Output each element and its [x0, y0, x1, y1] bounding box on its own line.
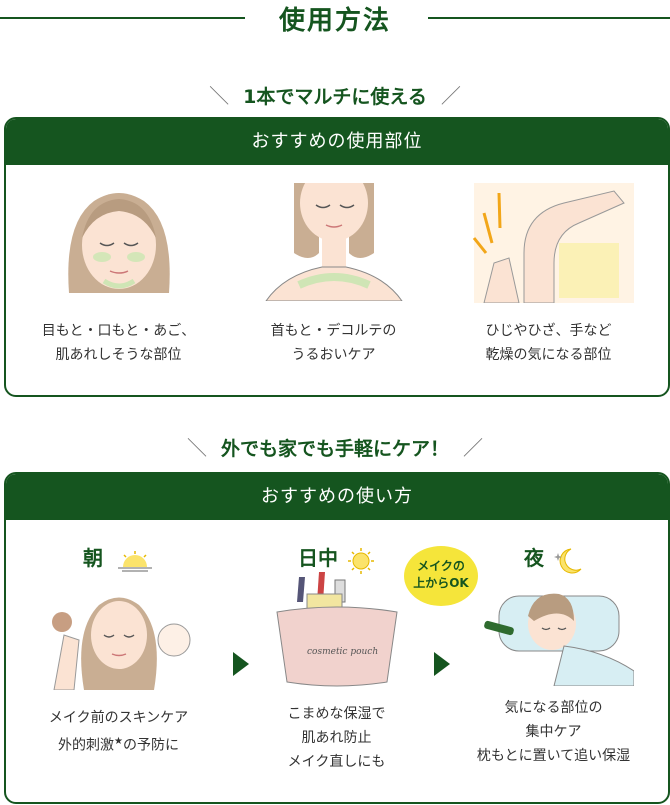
face-illustration [67, 193, 170, 293]
section2-subtitle: 外でも家でも手軽にケア！ [220, 438, 449, 460]
page-title: 使用方法 [278, 6, 391, 36]
how-to-use-item-daytime: 日中 cosmetic pouch こまめな保湿で 肌あれ防止 メイク直しにも [234, 542, 439, 774]
caption-line: ひじやひざ、手など [485, 323, 612, 339]
slash-icon: ＼ [186, 436, 207, 460]
moon-icon [554, 548, 582, 573]
time-label-daytime: 日中 [297, 546, 338, 570]
how-to-use-item-night: 夜 気になる部位の 集中ケア 枕もとに置いて追い保湿 [451, 542, 656, 768]
title-divider-left [0, 17, 245, 19]
usage-area-item-face: 目もと・口もと・あご、 肌あれしそうな部位 [16, 183, 221, 367]
night-illustration [483, 593, 634, 686]
next-arrow-icon [434, 652, 450, 676]
star-mark: ★ [114, 736, 123, 747]
slash-icon: ／ [463, 436, 483, 460]
time-label-row: 朝 [16, 542, 221, 572]
morning-illustration [51, 597, 190, 690]
bubble-line: 上からOK [413, 576, 469, 590]
time-label-row: 夜 [451, 542, 656, 573]
usage-area-item-neck: 首もと・デコルテの うるおいケア [231, 183, 436, 367]
usage-area-caption-face: 目もと・口もと・あご、 肌あれしそうな部位 [16, 319, 221, 367]
usage-area-item-elbow: ひじやひざ、手など 乾燥の気になる部位 [446, 183, 651, 367]
elbow-illustration [472, 183, 634, 303]
caption-line: メイク前のスキンケア [48, 710, 189, 726]
caption-line: 肌あれしそうな部位 [55, 347, 182, 363]
how-to-use-caption-morning: メイク前のスキンケア 外的刺激★の予防に [16, 706, 221, 758]
next-arrow-icon [233, 652, 249, 676]
usage-area-card: おすすめの使用部位 目もと・口もと・あご、 肌あれしそうな部位 [4, 117, 670, 397]
makeup-ok-bubble: メイクの 上からOK [404, 546, 478, 606]
page-title-row: 使用方法 [0, 0, 670, 40]
pouch-text: cosmetic pouch [307, 647, 378, 657]
section2-subtitle-row: ＼ 外でも家でも手軽にケア！ ／ [0, 432, 670, 461]
caption-line: 肌あれ防止 [301, 730, 372, 746]
caption-line: 外的刺激★の予防に [16, 730, 221, 758]
how-to-use-caption-daytime: こまめな保湿で 肌あれ防止 メイク直しにも [234, 702, 439, 774]
caption-text: 外的刺激 [58, 737, 115, 754]
time-label-night: 夜 [523, 546, 544, 570]
sunrise-icon [118, 550, 153, 572]
slash-icon: ＼ [209, 84, 230, 108]
caption-line: こまめな保湿で [287, 706, 386, 722]
caption-line: 集中ケア [525, 724, 582, 740]
time-label-row: 日中 [234, 542, 439, 574]
cosmetic-pouch-illustration: cosmetic pouch [275, 572, 398, 687]
how-to-use-header: おすすめの使い方 [6, 474, 668, 520]
neck-illustration [264, 183, 403, 301]
how-to-use-item-morning: 朝 メイク前のスキンケア 外的刺激★の予防に [16, 542, 221, 758]
caption-line: 目もと・口もと・あご、 [41, 323, 196, 339]
title-divider-right [428, 17, 670, 19]
caption-line: うるおいケア [291, 347, 376, 363]
caption-line: 枕もとに置いて追い保湿 [476, 748, 631, 764]
usage-area-header: おすすめの使用部位 [6, 119, 668, 165]
slash-icon: ／ [440, 84, 461, 108]
caption-text: の予防に [122, 737, 179, 754]
caption-line: 首もと・デコルテの [270, 323, 397, 339]
how-to-use-caption-night: 気になる部位の 集中ケア 枕もとに置いて追い保湿 [451, 696, 656, 768]
section1-subtitle-row: ＼ 1本でマルチに使える ／ [0, 80, 670, 109]
usage-area-caption-neck: 首もと・デコルテの うるおいケア [231, 319, 436, 367]
section1-subtitle: 1本でマルチに使える [243, 86, 427, 108]
bubble-line: メイクの [417, 559, 465, 573]
caption-line: 気になる部位の [504, 700, 603, 716]
usage-area-caption-elbow: ひじやひざ、手など 乾燥の気になる部位 [446, 319, 651, 367]
how-to-use-card: おすすめの使い方 朝 メイク前のスキンケア 外的刺激★の予防に [4, 472, 670, 804]
caption-line: 乾燥の気になる部位 [485, 347, 612, 363]
sun-icon [348, 547, 375, 574]
time-label-morning: 朝 [82, 546, 103, 570]
caption-line: メイク直しにも [287, 754, 386, 770]
